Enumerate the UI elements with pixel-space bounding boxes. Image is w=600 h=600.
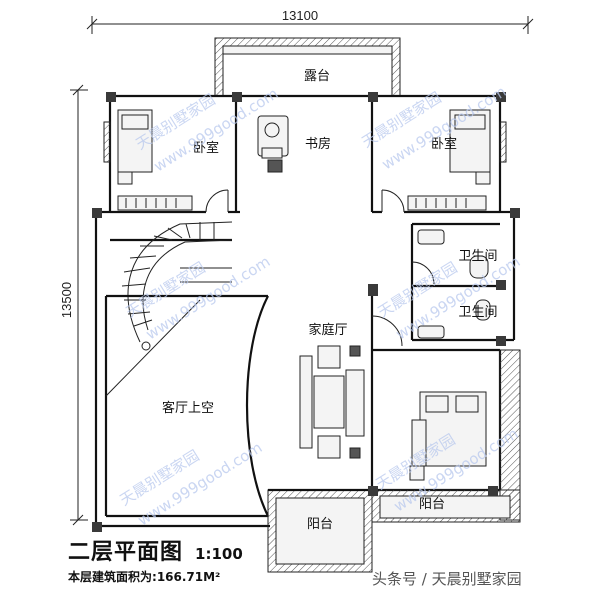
bathroom-1-label: 卫生间 <box>458 249 497 264</box>
living-void-label: 客厅上空 <box>162 400 214 416</box>
width-dimension-label: 13100 <box>282 8 318 23</box>
bedroom-bottom-right <box>371 315 502 492</box>
bedroom-right-label: 卧室 <box>431 136 457 152</box>
floor-area-label: 本层建筑面积为: <box>68 570 157 584</box>
dimension-left: 13500 <box>59 84 88 526</box>
terrace-label: 露台 <box>304 69 330 84</box>
living-void-area <box>104 294 269 518</box>
plan-title: 二层平面图 <box>68 540 184 565</box>
study-room <box>257 96 374 212</box>
family-hall <box>299 290 374 490</box>
plan-scale: 1:100 <box>195 545 243 563</box>
plan-title-row: 二层平面图 1:100 <box>68 534 243 566</box>
source-credit: 头条号 / 天晨别墅家园 <box>372 570 522 588</box>
spiral-staircase <box>110 221 233 351</box>
bathroom-2-label: 卫生间 <box>458 305 497 320</box>
balcony-bottom <box>267 488 373 573</box>
floor-area-value: 166.71M² <box>156 570 221 584</box>
balcony-right-label: 阳台 <box>419 497 445 512</box>
family-hall-label: 家庭厅 <box>308 322 347 338</box>
bathrooms <box>410 222 500 342</box>
bedroom-right <box>372 109 507 214</box>
bedroom-left-label: 卧室 <box>193 140 219 156</box>
height-dimension-label: 13500 <box>59 282 74 318</box>
terrace-area <box>214 37 401 97</box>
dimension-top: 13100 <box>86 8 534 34</box>
balcony-right <box>371 489 521 523</box>
balcony-bottom-label: 阳台 <box>307 517 333 532</box>
study-label: 书房 <box>305 136 331 152</box>
structural-columns <box>92 92 520 532</box>
bedroom-left <box>103 96 240 214</box>
floor-area-line: 本层建筑面积为: 166.71M² <box>68 568 220 585</box>
